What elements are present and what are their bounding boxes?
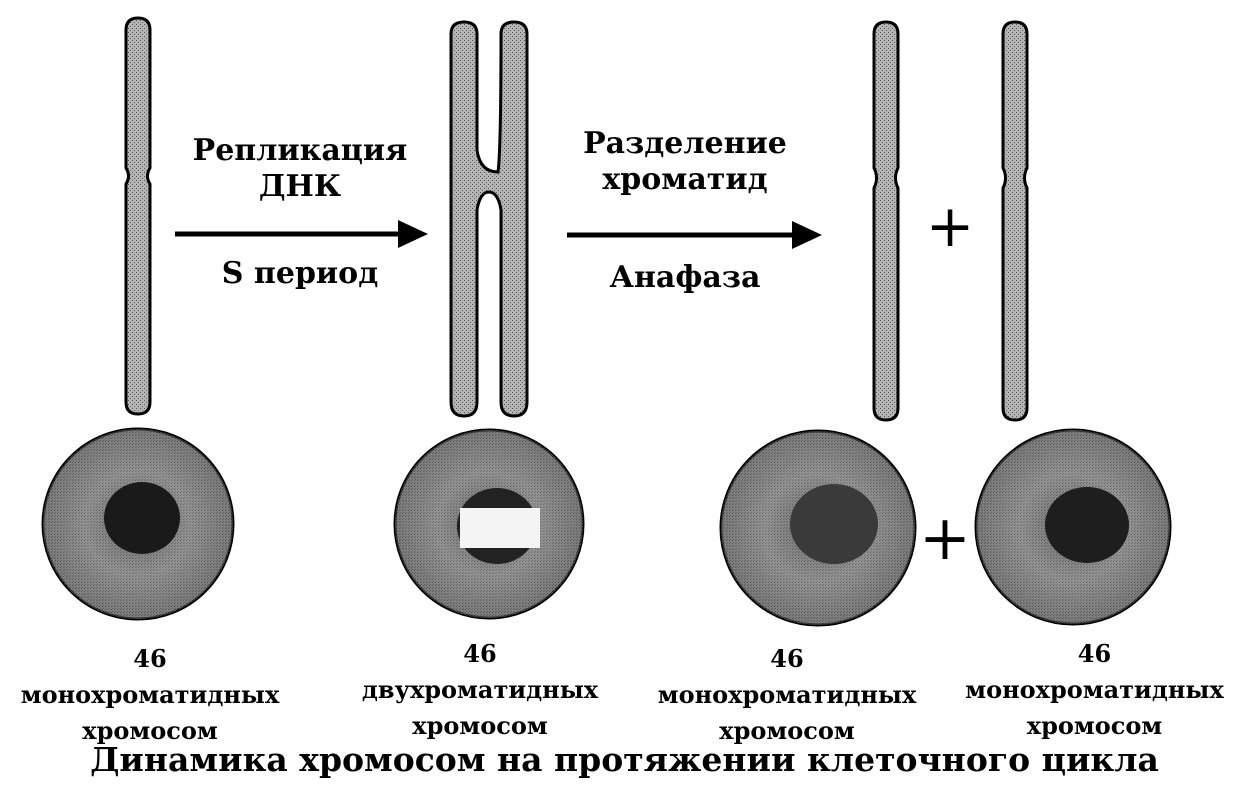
cell2-count: 46 — [463, 639, 497, 668]
cell2-caption: 46 двухроматидных хромосом — [330, 636, 630, 744]
cell-2 — [393, 428, 585, 620]
diagram-caption: Динамика хромосом на протяжении клеточно… — [90, 740, 1159, 779]
cell1-count: 46 — [133, 644, 167, 673]
cell4-unit: хромосом — [1026, 711, 1163, 740]
cell2-unit: хромосом — [412, 711, 548, 740]
step2-label: Разделение хроматид — [560, 126, 810, 198]
cell2-type: двухроматидных — [361, 675, 599, 704]
cell1-type: монохроматидных — [20, 680, 280, 709]
step2-period: Анафаза — [609, 260, 761, 295]
cell3-count: 46 — [770, 644, 804, 673]
arrow-anaphase — [567, 221, 822, 249]
step1-label: Репликация ДНК — [180, 133, 420, 205]
chromosome-1 — [124, 16, 152, 416]
cell-4 — [974, 428, 1172, 626]
step1-line1: Репликация — [192, 133, 408, 168]
cell3-unit: хромосом — [719, 716, 855, 745]
cell1-caption: 46 монохроматидных хромосом — [0, 641, 300, 749]
cell1-unit: хромосом — [82, 716, 218, 745]
cell4-count: 46 — [1077, 639, 1112, 668]
chromatid-right — [1001, 20, 1029, 422]
step1-period: S период — [221, 256, 379, 291]
chromosome-2 — [449, 20, 529, 418]
arrow-replication — [175, 220, 428, 248]
step2-line1: Разделение — [583, 126, 787, 161]
cell4-caption: 46 монохроматидных хромосом — [942, 636, 1247, 744]
plus-sign-chromatids: + — [925, 192, 975, 260]
cell3-caption: 46 монохроматидных хромосом — [632, 641, 942, 749]
chromatid-left — [872, 20, 900, 422]
cell-1 — [41, 427, 235, 621]
cell4-type: монохроматидных — [965, 675, 1224, 704]
cell3-type: монохроматидных — [657, 680, 917, 709]
cell-3 — [719, 429, 917, 627]
plus-sign-cells: + — [919, 501, 971, 574]
step1-line2: ДНК — [258, 169, 342, 204]
step2-line2: хроматид — [602, 162, 768, 197]
